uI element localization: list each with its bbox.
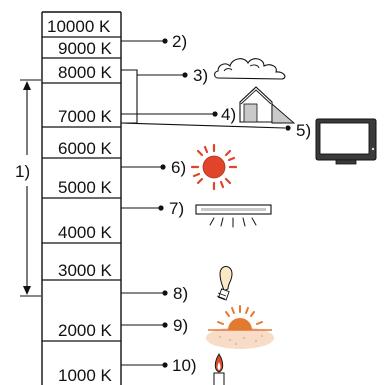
leader-dot [162,38,168,44]
leader-dot [162,322,168,328]
tick-label-10000k: 10000 K [47,17,111,36]
sunrise-sunset-icon [206,305,274,349]
tick-label-8000k: 8000 K [58,63,113,82]
range-label: 1) [15,162,30,181]
bracket-line [121,69,138,124]
cloud-icon [214,58,286,80]
callout-light-bulb: 8) [121,284,188,303]
shade-icon [239,86,296,124]
callout-label-10: 10) [172,356,197,375]
callout-label-7: 7) [169,199,184,218]
leader-dot [162,362,168,368]
leader-dot [285,125,291,131]
tick-label-7000k: 7000 K [58,107,113,126]
tv-screen-icon [315,118,377,165]
candle-icon [213,353,225,385]
kelvin-scale: 10000 K 9000 K 8000 K 7000 K 6000 K 5000… [41,11,122,385]
tick-label-5000k: 5000 K [58,178,113,197]
callout-label-6: 6) [171,158,186,177]
tick-label-1000k: 1000 K [58,366,113,385]
leader-dot [158,205,164,211]
callout-candle: 10) [121,356,197,375]
callout-label-4: 4) [221,105,236,124]
callout-sunrise-sunset: 9) [121,316,188,335]
leader-line [120,122,286,129]
range-bracket: 1) [15,79,41,297]
tick-label-4000k: 4000 K [58,223,113,242]
leader-dot [212,111,218,117]
tick-label-2000k: 2000 K [58,321,113,340]
tick-label-9000k: 9000 K [58,39,113,58]
callout-label-2: 2) [172,32,187,51]
tick-label-3000k: 3000 K [58,261,113,280]
leader-dot [160,164,166,170]
range-arrow-up [23,81,31,90]
callout-blue-sky: 2) [121,32,187,51]
callout-fluorescent: 7) [121,199,184,218]
range-arrow-down [23,286,31,295]
light-bulb-icon [216,266,233,301]
tick-label-6000k: 6000 K [58,139,113,158]
callout-label-9: 9) [173,316,188,335]
fluorescent-light-icon [195,204,272,228]
sun-icon [190,143,238,191]
cloud-shade-bracket [120,69,291,131]
leader-dot [162,290,168,296]
callout-label-8: 8) [173,284,188,303]
leader-dot [182,72,188,78]
callout-label-5: 5) [296,121,311,140]
callout-label-3: 3) [193,66,208,85]
callout-sun: 6) [121,158,186,177]
